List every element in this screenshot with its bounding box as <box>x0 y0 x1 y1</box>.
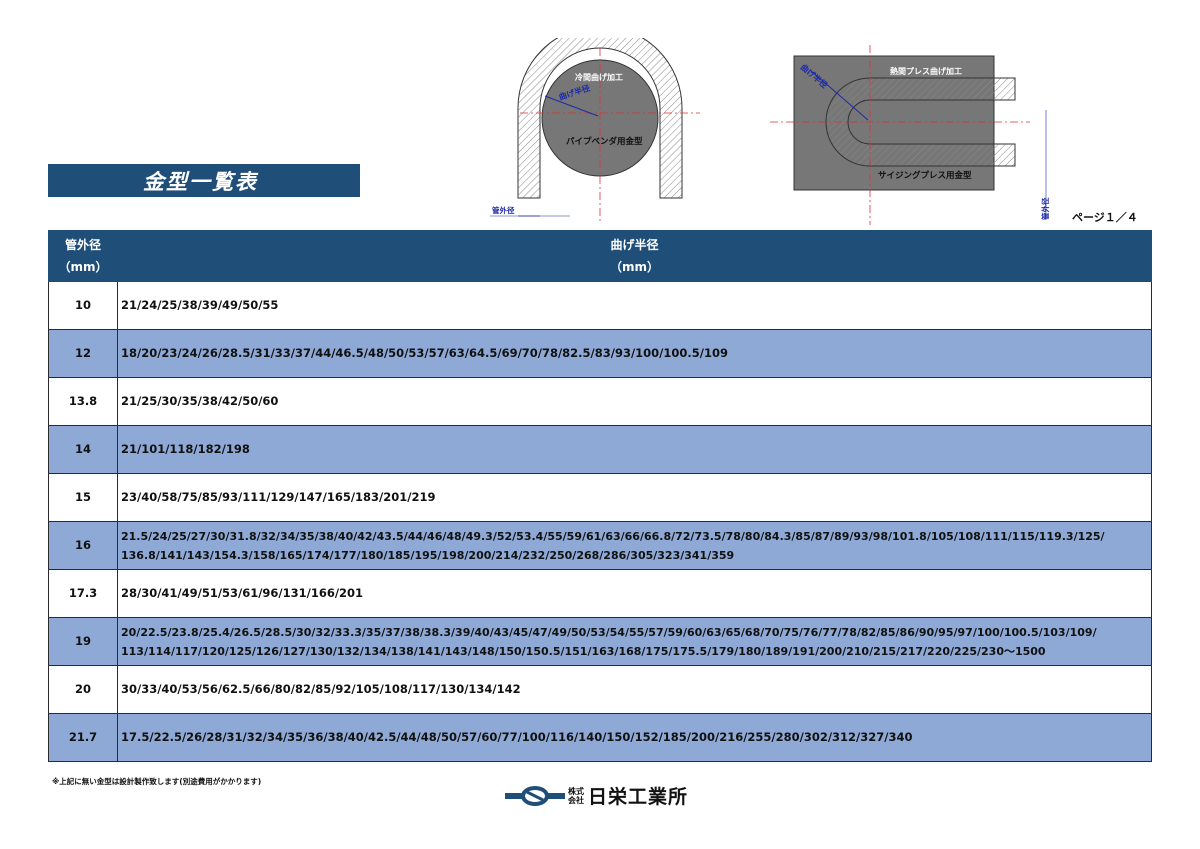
company-type: 株式 会社 <box>568 786 584 805</box>
bend-radius-cell: 28/30/41/49/51/53/61/96/131/166/201 <box>117 569 1152 618</box>
table-row: 12 18/20/23/24/26/28.5/31/33/37/44/46.5/… <box>48 329 1152 378</box>
cold-bending-diagram: 冷間曲げ加工 曲げ半径 パイプベンダ用金型 管外径 <box>490 38 700 223</box>
outer-diameter-cell: 17.3 <box>48 569 118 618</box>
table-row: 16 21.5/24/25/27/30/31.8/32/34/35/38/40/… <box>48 521 1152 570</box>
bend-radius-cell: 18/20/23/24/26/28.5/31/33/37/44/46.5/48/… <box>117 329 1152 378</box>
outer-diameter-cell: 12 <box>48 329 118 378</box>
company-name: 日栄工業所 <box>588 786 689 808</box>
table-row: 10 21/24/25/38/39/49/50/55 <box>48 281 1152 330</box>
cold-od-label: 管外径 <box>492 205 515 215</box>
table-row: 17.3 28/30/41/49/51/53/61/96/131/166/201 <box>48 569 1152 618</box>
table-row: 13.8 21/25/30/35/38/42/50/60 <box>48 377 1152 426</box>
bend-radius-cell: 17.5/22.5/26/28/31/32/34/35/36/38/40/42.… <box>117 713 1152 762</box>
bend-radius-cell: 20/22.5/23.8/25.4/26.5/28.5/30/32/33.3/3… <box>117 617 1152 666</box>
page-number: ページ１／４ <box>1072 211 1138 224</box>
outer-diameter-cell: 15 <box>48 473 118 522</box>
company-logo: 株式 会社 日栄工業所 <box>505 782 688 809</box>
table-header-row: 管外径 （mm） 曲げ半径 （mm） <box>48 230 1152 282</box>
bend-radius-cell: 21/101/118/182/198 <box>117 425 1152 474</box>
bend-radius-cell: 21.5/24/25/27/30/31.8/32/34/35/38/40/42/… <box>117 521 1152 570</box>
outer-diameter-cell: 21.7 <box>48 713 118 762</box>
bend-radius-cell: 23/40/58/75/85/93/111/129/147/165/183/20… <box>117 473 1152 522</box>
bend-radius-cell: 30/33/40/53/56/62.5/66/80/82/85/92/105/1… <box>117 665 1152 714</box>
table-row: 20 30/33/40/53/56/62.5/66/80/82/85/92/10… <box>48 665 1152 714</box>
table-row: 19 20/22.5/23.8/25.4/26.5/28.5/30/32/33.… <box>48 617 1152 666</box>
title-banner: 金型一覧表 <box>48 164 360 197</box>
bend-radius-cell: 21/25/30/35/38/42/50/60 <box>117 377 1152 426</box>
hot-process-label: 熱間プレス曲げ加工 <box>890 66 962 76</box>
cold-mold-label: パイプベンダ用金型 <box>566 136 643 147</box>
outer-diameter-cell: 16 <box>48 521 118 570</box>
outer-diameter-cell: 14 <box>48 425 118 474</box>
page-title: 金型一覧表 <box>143 169 258 194</box>
bend-radius-cell: 21/24/25/38/39/49/50/55 <box>117 281 1152 330</box>
outer-diameter-cell: 10 <box>48 281 118 330</box>
cold-process-label: 冷間曲げ加工 <box>575 72 623 82</box>
hot-od-label: 管外径 <box>1040 197 1050 220</box>
hot-mold-label: サイジングプレス用金型 <box>878 170 972 181</box>
header-bend-radius: 曲げ半径 （mm） <box>117 230 1152 282</box>
outer-diameter-cell: 19 <box>48 617 118 666</box>
mold-table: 管外径 （mm） 曲げ半径 （mm） 10 21/24/25/38/39/49/… <box>48 230 1152 762</box>
company-emblem-icon <box>505 785 565 806</box>
outer-diameter-cell: 13.8 <box>48 377 118 426</box>
table-row: 15 23/40/58/75/85/93/111/129/147/165/183… <box>48 473 1152 522</box>
table-row: 21.7 17.5/22.5/26/28/31/32/34/35/36/38/4… <box>48 713 1152 762</box>
header-outer-diameter: 管外径 （mm） <box>48 230 118 282</box>
outer-diameter-cell: 20 <box>48 665 118 714</box>
hot-bending-diagram: 熱間プレス曲げ加工 曲げ半径 サイジングプレス用金型 管外径 <box>770 45 1050 225</box>
table-row: 14 21/101/118/182/198 <box>48 425 1152 474</box>
footnote: ※上記に無い金型は設計製作致します(別途費用がかかります) <box>52 777 262 786</box>
